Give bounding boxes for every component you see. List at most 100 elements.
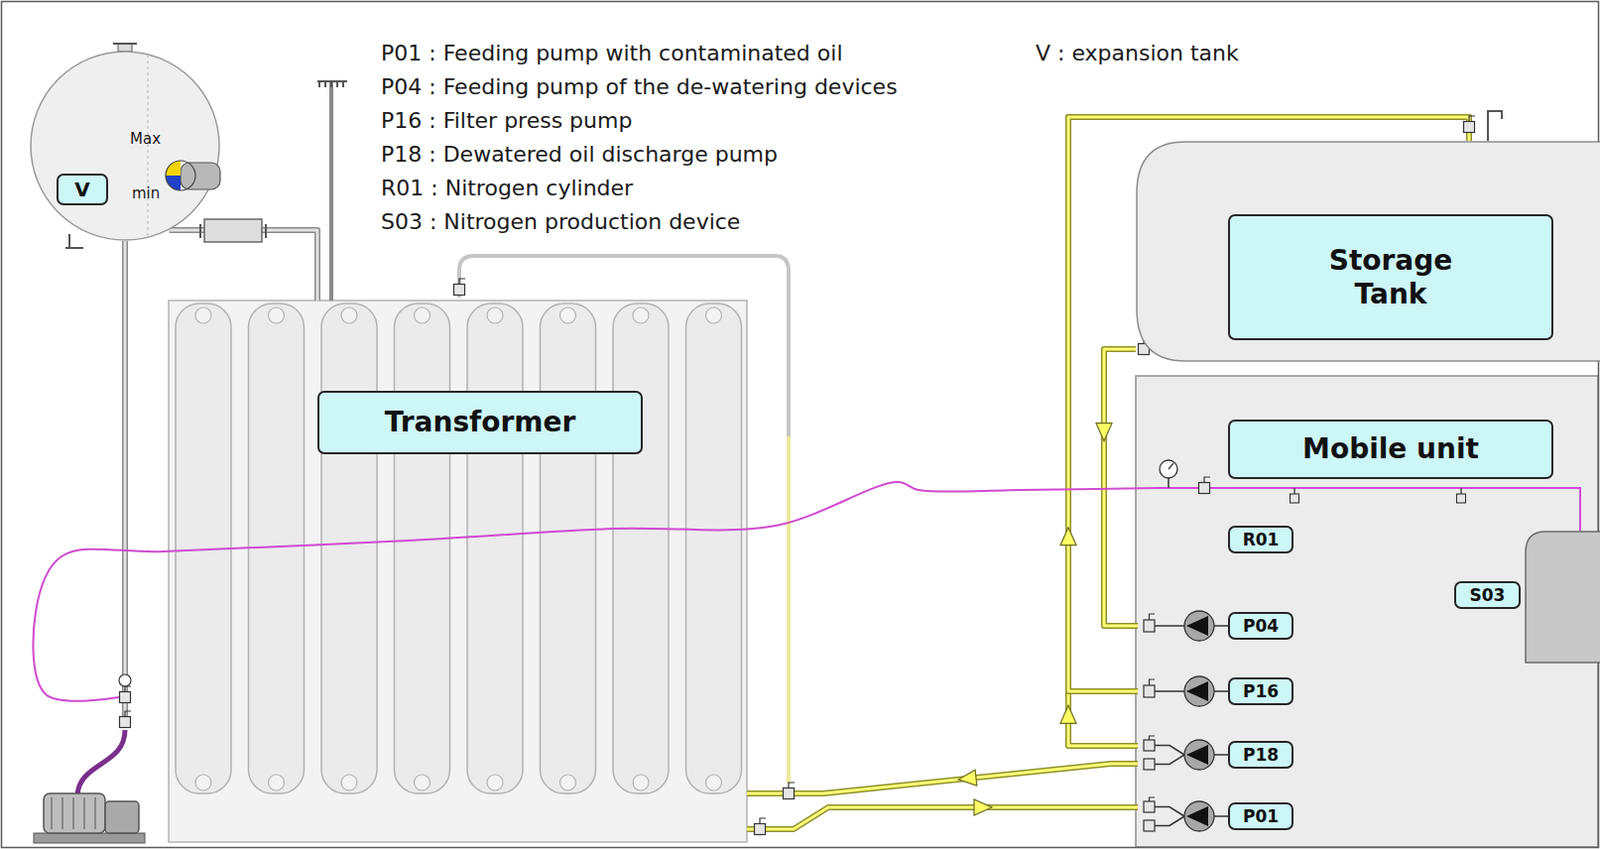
valve-symbol bbox=[1143, 619, 1155, 632]
fin-header bbox=[706, 307, 723, 324]
pump-symbol bbox=[1184, 739, 1215, 770]
pipe-inner bbox=[123, 241, 127, 727]
legend-text: S03 : Nitrogen production device bbox=[380, 209, 740, 236]
nitrogen-device: S03 bbox=[1454, 530, 1599, 664]
valve-symbol bbox=[1464, 122, 1476, 133]
legend-text: P16 : Filter press pump bbox=[380, 108, 632, 134]
legend-text: P01 : Feeding pump with contaminated oil bbox=[380, 40, 844, 67]
motor-fin bbox=[61, 797, 64, 830]
gauge-needle bbox=[1168, 463, 1174, 470]
valve-handle bbox=[124, 686, 131, 693]
valve-symbol bbox=[1143, 739, 1155, 751]
legend-text: V : expansion tank bbox=[1035, 40, 1239, 67]
pump-triangle bbox=[1186, 615, 1209, 636]
motor-fin bbox=[83, 797, 86, 830]
motor-fin bbox=[50, 797, 53, 830]
valve-handle bbox=[759, 818, 766, 825]
fin-header bbox=[341, 307, 358, 324]
valve-handle bbox=[1204, 477, 1211, 484]
expansion-tank-shell bbox=[30, 51, 220, 241]
pump: P01 bbox=[1137, 796, 1296, 837]
fin-header bbox=[414, 774, 431, 791]
gauge-label: Max bbox=[129, 125, 161, 152]
tank-cap bbox=[118, 43, 132, 52]
valve-symbol bbox=[783, 788, 795, 800]
drain-fitting bbox=[65, 234, 84, 248]
node-label: P04 bbox=[1242, 615, 1279, 636]
pump-head bbox=[105, 801, 139, 834]
node-label: R01 bbox=[1242, 529, 1280, 550]
pipe-outline bbox=[746, 763, 1138, 794]
motor-fin bbox=[94, 797, 97, 830]
tank-cap-handle bbox=[113, 42, 137, 45]
valve-symbol bbox=[454, 284, 466, 296]
nitrogen-device-body bbox=[1525, 531, 1600, 663]
valve-handle bbox=[1149, 797, 1156, 802]
fin-header bbox=[341, 774, 358, 791]
pipe-outline bbox=[122, 241, 128, 727]
radiator-fin bbox=[686, 303, 742, 794]
valve-handle bbox=[1149, 614, 1156, 620]
flow-arrow bbox=[1060, 527, 1077, 546]
tap-stem bbox=[1293, 488, 1295, 494]
pump-inlet bbox=[1154, 624, 1185, 627]
radiator-fin bbox=[613, 303, 669, 794]
radiator-fin bbox=[248, 303, 305, 794]
label-plate: P16 bbox=[1228, 677, 1294, 706]
node-label: P18 bbox=[1242, 744, 1279, 765]
fin-header bbox=[268, 774, 285, 791]
pump: P04 bbox=[1137, 606, 1296, 646]
flow-arrow bbox=[958, 769, 978, 786]
relay-flanges bbox=[200, 224, 266, 239]
label-plate: P18 bbox=[1228, 740, 1294, 769]
pump-outlet bbox=[1214, 690, 1229, 693]
valve-symbol bbox=[1143, 820, 1155, 832]
node-label: P01 bbox=[1242, 806, 1279, 827]
gauge-rim bbox=[165, 160, 196, 191]
valve-handle bbox=[1469, 116, 1476, 123]
valve-handle bbox=[788, 782, 795, 789]
level-tube bbox=[459, 255, 789, 784]
valve-handle bbox=[459, 278, 466, 285]
fin-header bbox=[560, 774, 577, 791]
pump-symbol bbox=[1184, 611, 1215, 641]
fin-header bbox=[195, 307, 212, 324]
fin-header bbox=[632, 774, 649, 791]
label-plate: S03 bbox=[1454, 581, 1521, 610]
expansion-tank-shape bbox=[29, 50, 221, 242]
buchholz-relay bbox=[204, 219, 262, 243]
node-label: S03 bbox=[1470, 585, 1506, 606]
pump-outlet bbox=[1214, 624, 1229, 627]
pressure-gauge bbox=[1159, 460, 1178, 479]
oil-pipe bbox=[746, 799, 1138, 830]
transformer-tank bbox=[168, 300, 747, 843]
radiator-fin bbox=[467, 303, 523, 794]
label-plate: Storage Tank bbox=[1228, 214, 1554, 341]
pump-triangle bbox=[1186, 806, 1209, 827]
fin-header bbox=[195, 774, 212, 791]
pump: P18 bbox=[1137, 735, 1296, 775]
fin-header bbox=[268, 307, 285, 324]
oil-pipe bbox=[746, 763, 1138, 794]
fin-header bbox=[414, 307, 431, 324]
valve-symbol bbox=[120, 717, 131, 729]
breather-top bbox=[317, 81, 348, 88]
node-label: Mobile unit bbox=[1302, 432, 1479, 467]
pump: P16 bbox=[1137, 671, 1296, 712]
pump-triangle bbox=[1186, 744, 1209, 765]
nitrogen-line bbox=[32, 482, 1159, 702]
valve-symbol bbox=[120, 692, 131, 704]
valve-symbol bbox=[754, 824, 766, 836]
nitrogen-line bbox=[1158, 488, 1581, 531]
valve-handle bbox=[124, 711, 131, 718]
pump-outlet bbox=[1214, 815, 1229, 818]
node-label: V bbox=[74, 177, 90, 202]
valve-handle bbox=[1149, 736, 1156, 740]
motor-fin bbox=[72, 797, 75, 830]
fin-header bbox=[560, 307, 577, 324]
pump-symbol bbox=[1184, 676, 1215, 707]
valve-symbol bbox=[1143, 685, 1155, 698]
gauge-body bbox=[180, 162, 221, 190]
expansion-tank: V bbox=[29, 50, 221, 242]
